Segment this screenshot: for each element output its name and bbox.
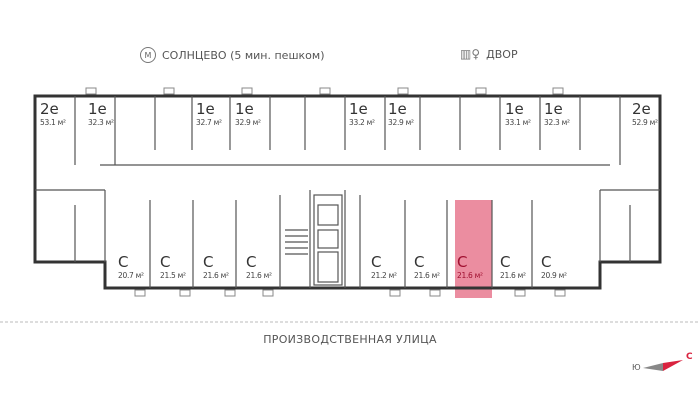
- compass-north-label: С: [686, 352, 693, 362]
- metro-label: СОЛНЦЕВО (5 мин. пешком): [162, 48, 325, 62]
- street-label: ПРОИЗВОДСТВЕННАЯ УЛИЦА: [263, 333, 437, 346]
- compass-south-label: Ю: [632, 363, 641, 372]
- selected-unit-highlight[interactable]: [455, 200, 492, 298]
- compass: Ю С: [628, 352, 698, 380]
- metro-station: M СОЛНЦЕВО (5 мин. пешком): [140, 47, 324, 63]
- metro-icon: M: [140, 47, 156, 63]
- yard-label: ДВОР: [486, 47, 518, 61]
- yard-direction: ▥♀ ДВОР: [460, 47, 518, 61]
- yard-icon: ▥♀: [460, 47, 481, 61]
- compass-arrow-icon: [643, 360, 683, 371]
